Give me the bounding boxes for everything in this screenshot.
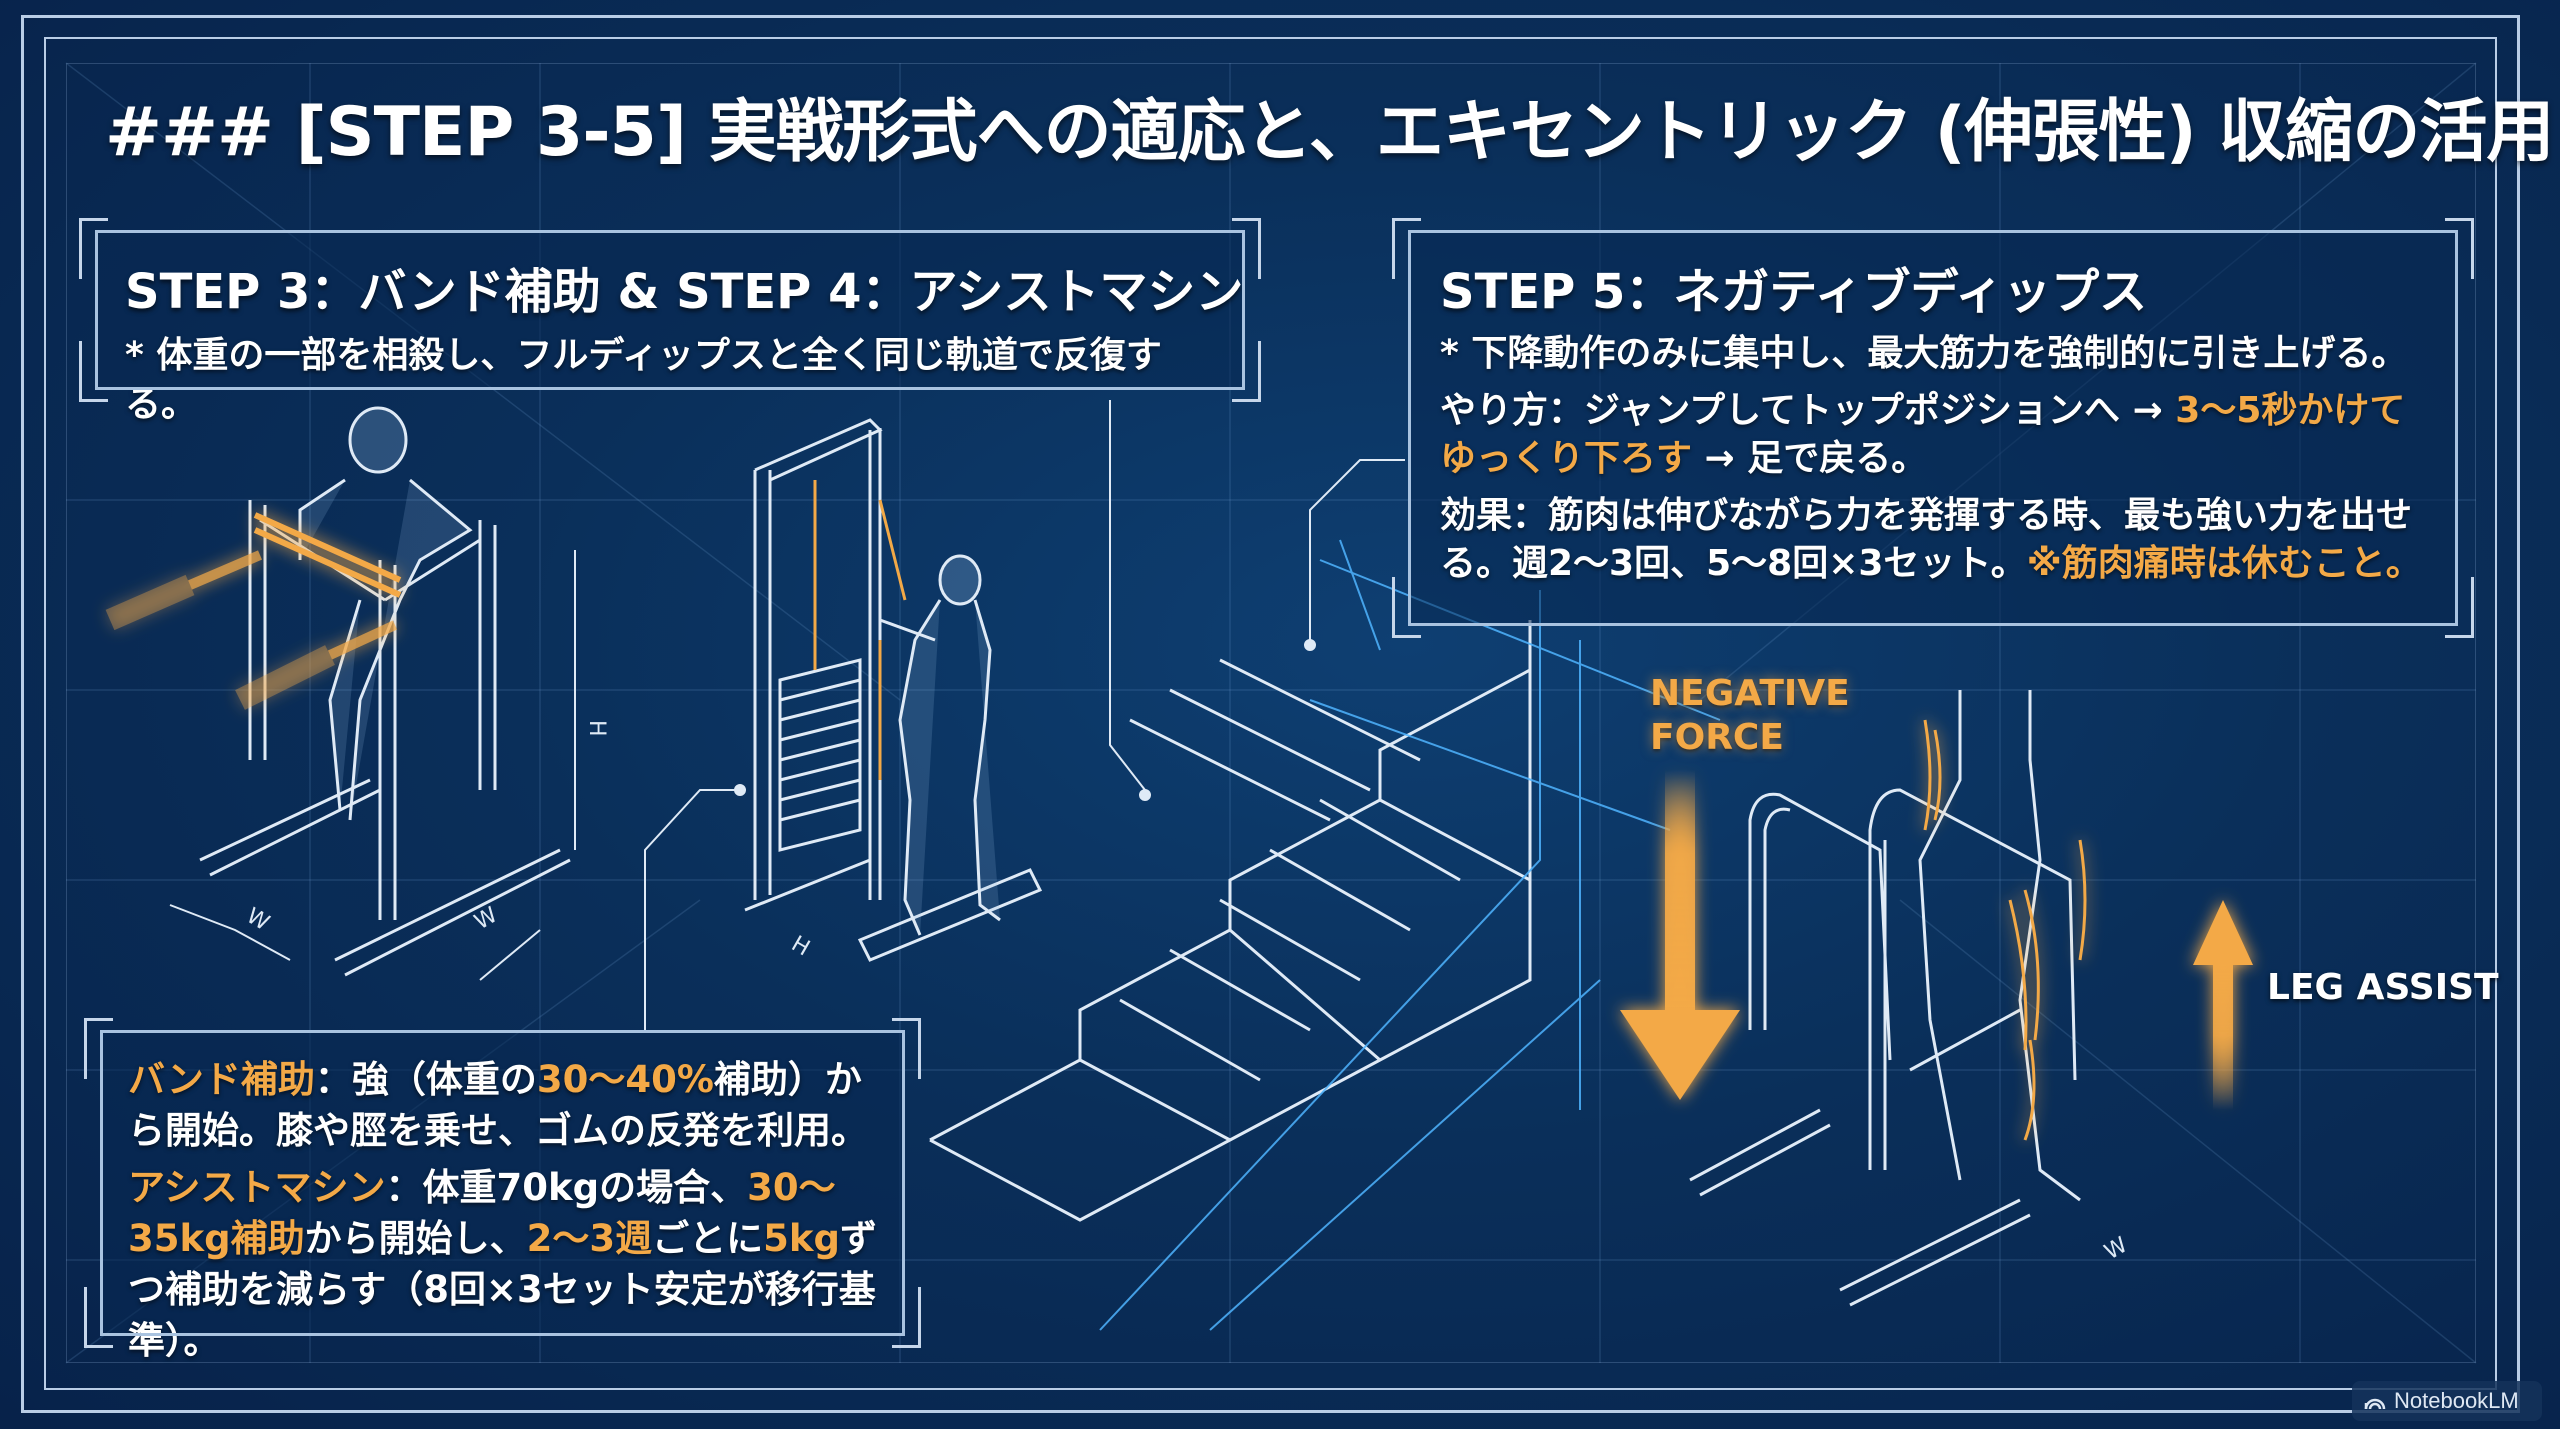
negative-force-arrow-icon (1620, 770, 1740, 1100)
box-border (100, 1030, 905, 1336)
corner-bracket (1232, 341, 1261, 402)
outer-frame (21, 15, 2520, 1413)
effect-text: 効果：筋肉は伸びながら力を発揮する時、最も強い力を出せる。週2〜3回、5〜8回×… (1440, 494, 2413, 585)
step34-box: STEP 3：バンド補助 & STEP 4：アシストマシン * 体重の一部を相殺… (79, 218, 1261, 425)
callout-leader-left (644, 784, 746, 1030)
inner-frame (44, 37, 2497, 1390)
step5-box: STEP 5：ネガティブディップス * 下降動作のみに集中し、最大筋力を強制的に… (1392, 218, 2474, 638)
machine-assist-amount: 30〜35kg補助 (128, 1166, 836, 1261)
corner-bracket (79, 341, 108, 402)
step5-note: * 下降動作のみに集中し、最大筋力を強制的に引き上げる。 (1440, 333, 2408, 374)
band-percent: 30〜40% (536, 1058, 714, 1101)
step34-note: * 体重の一部を相殺し、フルディップスと全く同じ軌道で反復する。 (125, 335, 1162, 425)
effect-warning: ※筋肉痛時は休むこと。 (2026, 543, 2422, 585)
resistance-band (105, 512, 402, 710)
band-text: 補助）から開始。膝や脛を乗せ、ゴムの反発を利用。 (128, 1058, 868, 1153)
watermark-text: NotebookLM (2394, 1388, 2519, 1413)
corner-bracket (892, 1287, 921, 1348)
leg-assist-arrow-icon (2193, 900, 2253, 1110)
notebooklm-watermark: NotebookLM (2352, 1381, 2542, 1421)
method-highlight: 3〜5秒かけてゆっくり下ろす (1440, 389, 2406, 480)
corner-bracket (79, 218, 108, 279)
corner-bracket (892, 1018, 921, 1079)
machine-cable (813, 480, 907, 850)
dim-label-h: H (584, 720, 609, 737)
box-border (1408, 230, 2458, 626)
machine-text: ずつ補助を減らす（8回×3セット安定が移行基準）。 (128, 1217, 877, 1363)
corner-bracket (1232, 218, 1261, 279)
step5-effect: 効果：筋肉は伸びながら力を発揮する時、最も強い力を出せる。週2〜3回、5〜8回×… (1440, 492, 2426, 589)
machine-step: 5kg (763, 1217, 840, 1261)
step34-heading: STEP 3：バンド補助 & STEP 4：アシストマシン (125, 264, 1244, 320)
assist-detail-box: バンド補助：強（体重の30〜40%補助）から開始。膝や脛を乗せ、ゴムの反発を利用… (84, 1018, 921, 1362)
box-border (95, 230, 1245, 390)
leg-assist-label: LEG ASSIST (2267, 967, 2499, 1008)
machine-interval: 2〜3週 (526, 1217, 653, 1261)
machine-text: ：体重70kgの場合、 (385, 1166, 748, 1210)
muscle-highlight (1923, 719, 2087, 1141)
parallel-bars-illustration (1689, 690, 2081, 1307)
machine-text: ごとに (652, 1217, 764, 1261)
callout-leader-stairs (1109, 400, 1405, 801)
assist-machine-illustration (744, 418, 1043, 962)
corner-bracket (2445, 218, 2474, 279)
negative-force-label: NEGATIVE FORCE (1650, 673, 1850, 758)
staircase-illustration (929, 620, 1532, 1222)
corner-bracket (1392, 218, 1421, 279)
corner-bracket (84, 1018, 113, 1079)
step5-heading: STEP 5：ネガティブディップス (1440, 264, 2148, 320)
notebooklm-logo-icon (2364, 1398, 2386, 1410)
machine-label: アシストマシン (128, 1166, 386, 1210)
machine-assist-detail: アシストマシン：体重70kgの場合、30〜35kg補助から開始し、2〜3週ごとに… (128, 1162, 877, 1366)
band-assist-detail: バンド補助：強（体重の30〜40%補助）から開始。膝や脛を乗せ、ゴムの反発を利用… (128, 1054, 877, 1156)
corner-bracket (84, 1287, 113, 1348)
dip-stand-band-illustration (169, 406, 576, 981)
page-title: ### [STEP 3-5] 実戦形式への適応と、エキセントリック (伸張性) … (105, 93, 2554, 172)
machine-text: から開始し、 (304, 1217, 527, 1261)
faint-frame (66, 63, 2476, 1363)
corner-bracket (2445, 577, 2474, 638)
step5-method: やり方：ジャンプしてトップポジションへ → 3〜5秒かけてゆっくり下ろす → 足… (1440, 387, 2426, 484)
construction-lines (1099, 539, 1721, 1331)
band-text: ：強（体重の (314, 1058, 537, 1101)
corner-bracket (1392, 577, 1421, 638)
method-tail: → 足で戻る。 (1692, 438, 1928, 480)
method-label: やり方：ジャンプしてトップポジションへ → (1440, 389, 2176, 431)
band-label: バンド補助 (128, 1058, 315, 1101)
